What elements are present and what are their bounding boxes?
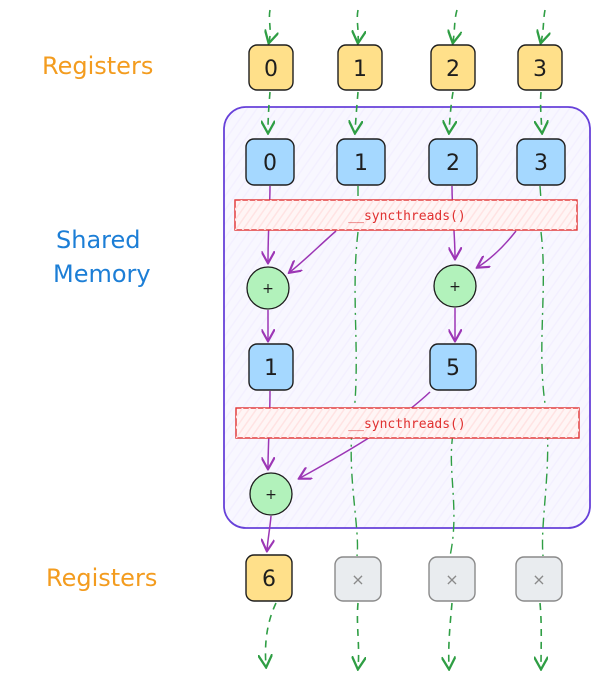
register-bottom-2: × [428, 556, 476, 602]
register-top-0: 0 [248, 44, 294, 91]
register-bottom-1-value: × [351, 570, 364, 589]
add-op-1-symbol: + [262, 281, 274, 297]
register-top-2: 2 [430, 44, 476, 91]
shared-row1-cell-1: 1 [336, 138, 386, 186]
syncthreads-label-2: __syncthreads() [348, 417, 465, 432]
registers-bottom-row: 6 × × × [245, 554, 563, 602]
register-bottom-0: 6 [245, 554, 293, 602]
add-op-1: + [246, 266, 290, 310]
shared-memory-label-line2: Memory [53, 260, 151, 288]
register-bottom-2-value: × [445, 570, 458, 589]
shared-memory-label-line1: Shared [56, 226, 141, 254]
register-bottom-3-value: × [532, 570, 545, 589]
shared-row-2: 1 5 [248, 343, 477, 391]
shared-row2-cell-1-value: 5 [446, 356, 460, 381]
registers-bottom-label: Registers [46, 564, 157, 592]
register-top-3-value: 3 [533, 57, 547, 82]
register-top-3: 3 [517, 44, 563, 91]
syncthreads-label-1: __syncthreads() [348, 209, 465, 224]
final-store-arrow [267, 515, 271, 550]
incoming-arrows [269, 9, 545, 42]
syncthreads-bar-2: __syncthreads() [235, 407, 580, 439]
register-top-2-value: 2 [446, 57, 460, 82]
add-op-3-symbol: + [265, 487, 277, 503]
add-op-2-symbol: + [449, 279, 461, 295]
registers-top-label: Registers [42, 52, 153, 80]
syncthreads-bar-1: __syncthreads() [234, 199, 578, 231]
add-op-3: + [249, 472, 293, 516]
shared-row1-cell-0: 0 [245, 138, 295, 186]
shared-row1-cell-2-value: 2 [446, 151, 460, 176]
shared-row1-cell-0-value: 0 [263, 151, 277, 176]
shared-row2-cell-0-value: 1 [264, 356, 278, 381]
shared-row2-cell-1: 5 [429, 343, 477, 391]
shared-row-1: 0 1 2 3 [245, 138, 566, 186]
registers-top-row: 0 1 2 3 [248, 44, 563, 91]
shared-row1-cell-1-value: 1 [354, 151, 368, 176]
load-arrows [268, 91, 542, 132]
register-top-1: 1 [337, 44, 383, 91]
shared-row2-cell-0: 1 [248, 343, 294, 391]
register-bottom-1: × [334, 556, 382, 602]
register-top-1-value: 1 [353, 57, 367, 82]
register-bottom-3: × [515, 556, 563, 602]
register-top-0-value: 0 [264, 57, 278, 82]
add-op-2: + [433, 264, 477, 308]
shared-row1-cell-3-value: 3 [534, 151, 548, 176]
shared-row1-cell-2: 2 [428, 138, 478, 186]
register-bottom-0-value: 6 [262, 567, 276, 592]
add-to-shared-arrows [268, 307, 455, 340]
shared-row1-cell-3: 3 [516, 138, 566, 186]
outgoing-arrows [265, 602, 541, 668]
